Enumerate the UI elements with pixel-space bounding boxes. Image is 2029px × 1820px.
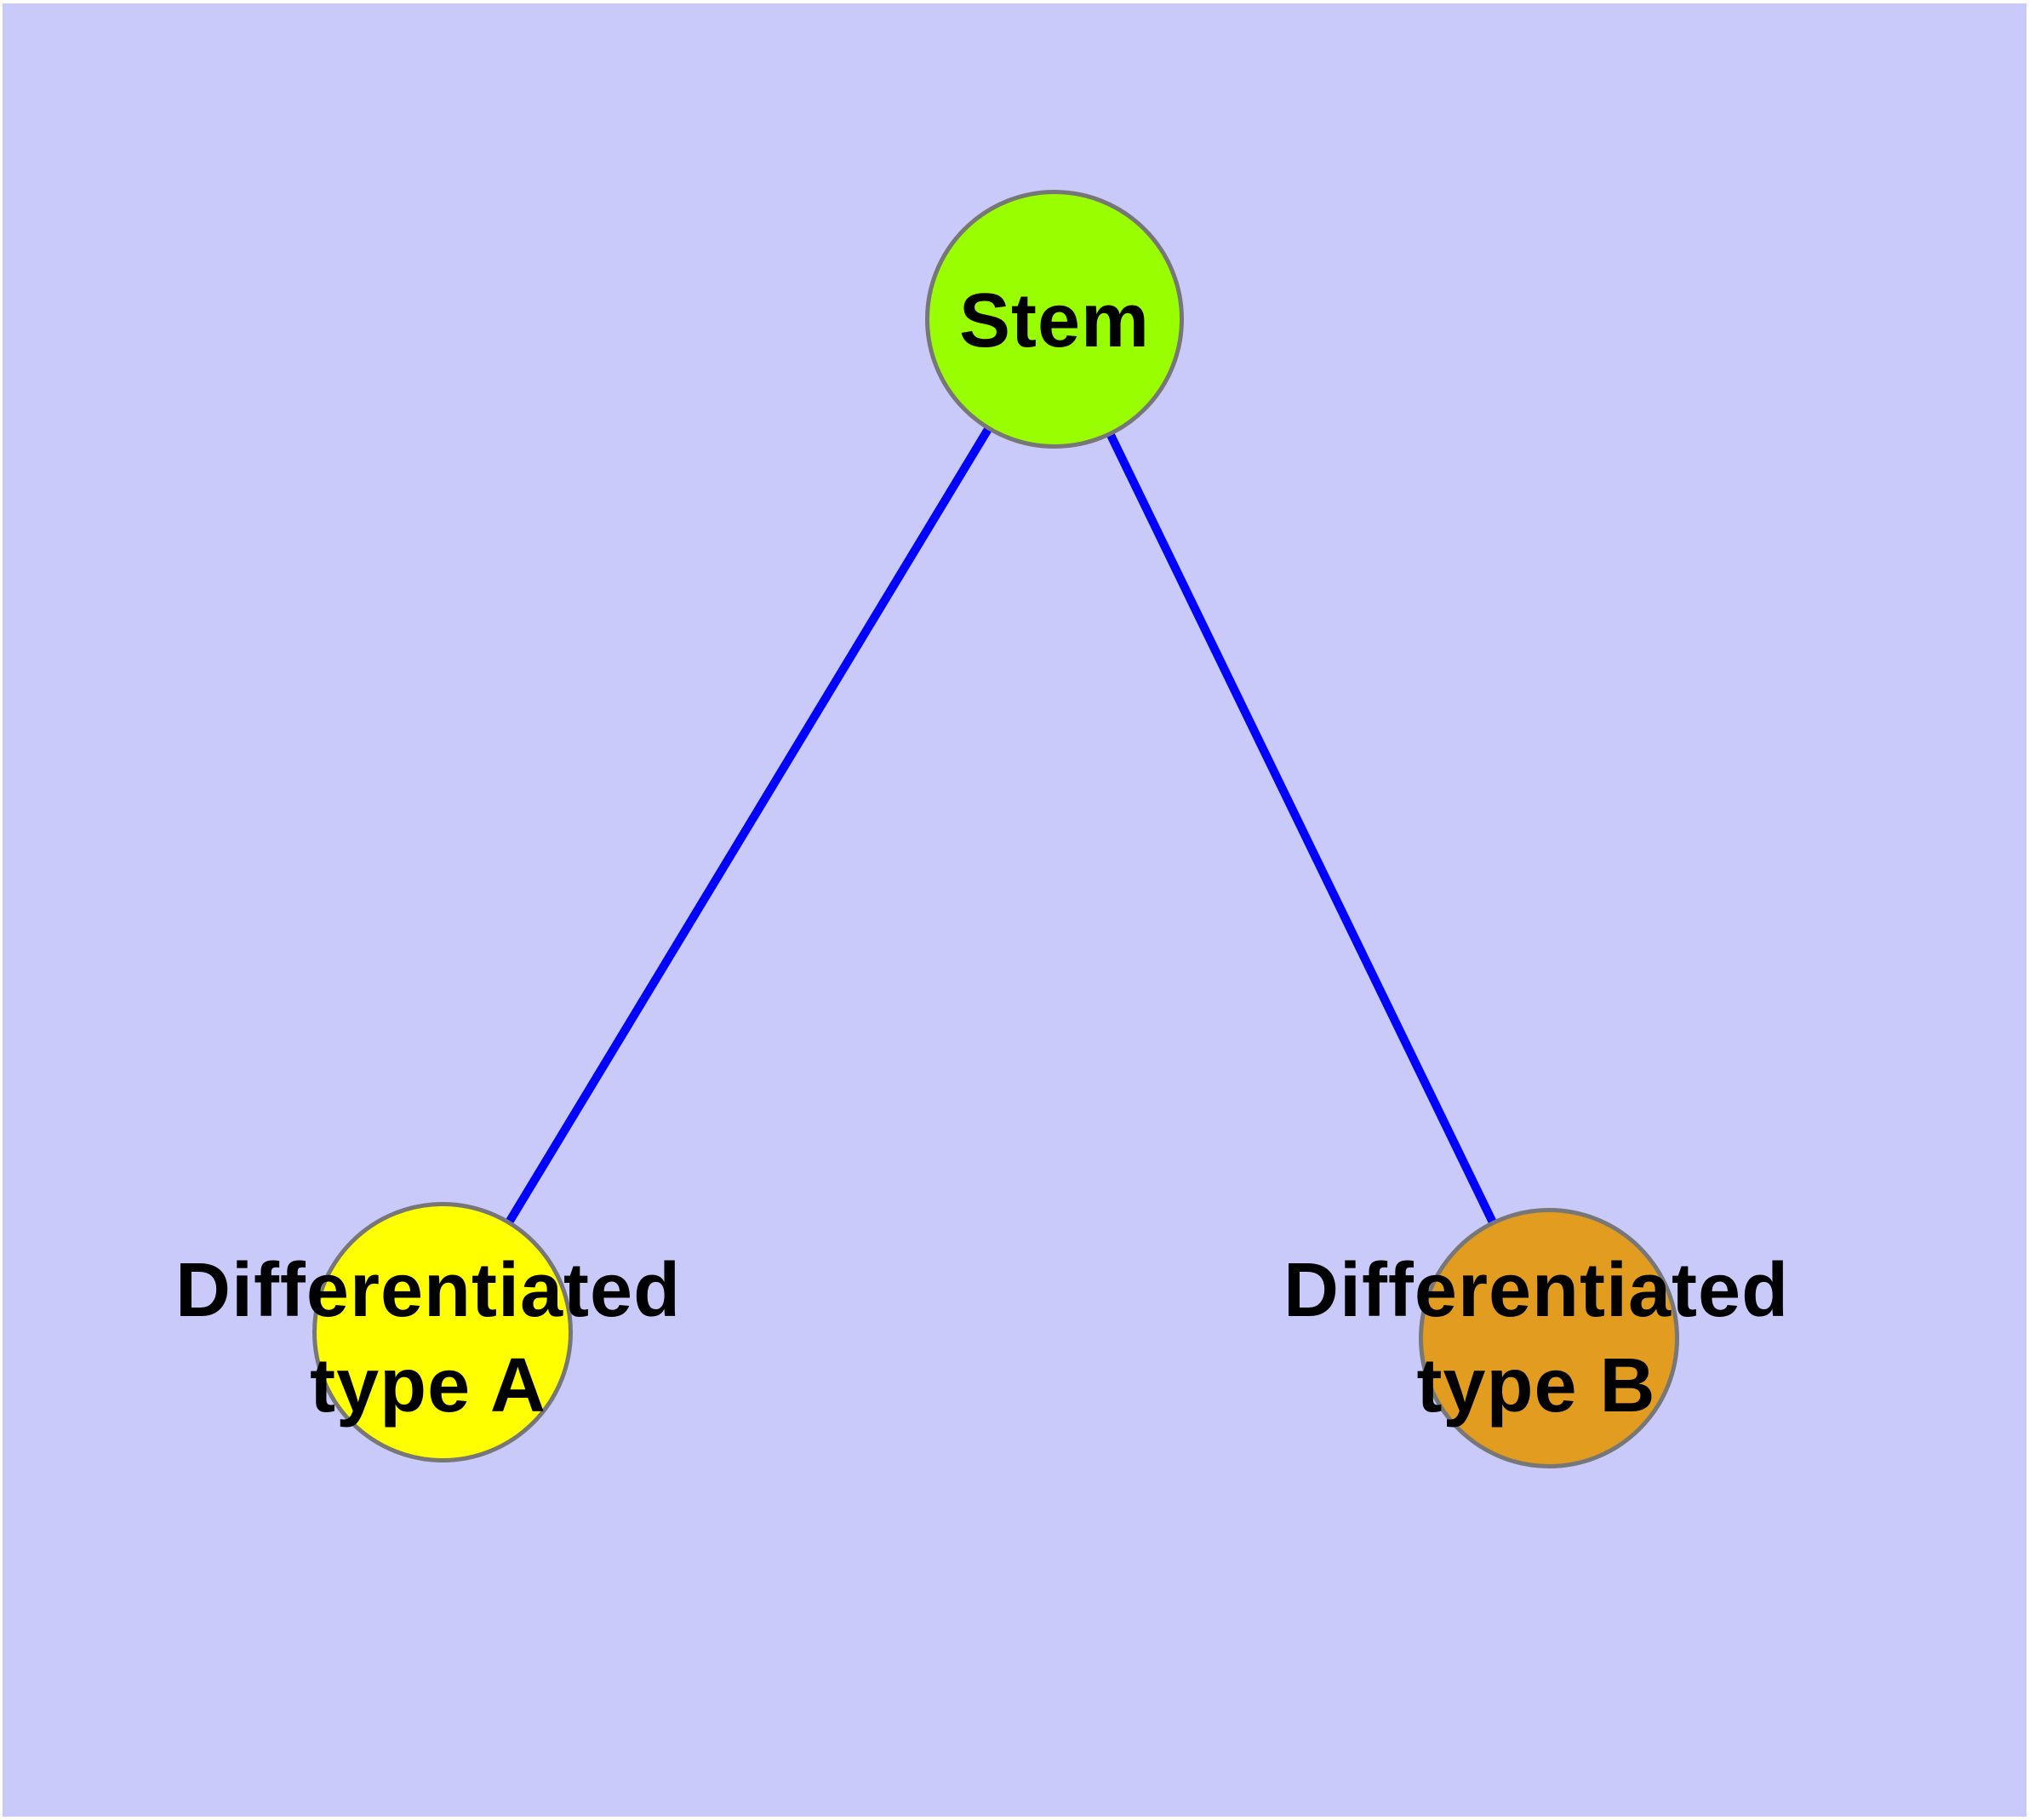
type-a-label-line1: Differentiated: [174, 1248, 682, 1333]
type-b-label-line1: Differentiated: [1283, 1248, 1790, 1333]
differentiated-type-b-node: [1419, 1208, 1679, 1468]
type-b-label-line2: type B: [1416, 1343, 1656, 1428]
edge-stem-to-type-b: [1050, 317, 1553, 1341]
edge-stem-to-type-a: [438, 317, 1059, 1335]
differentiated-type-a-node: [312, 1202, 573, 1462]
type-a-label-line2: type A: [310, 1343, 546, 1428]
stem-node-label: Stem: [958, 278, 1151, 363]
type-a-node-label: Differentiated type A: [175, 1243, 681, 1434]
stem-node: [925, 190, 1184, 449]
type-b-node-label: Differentiated type B: [1283, 1243, 1789, 1434]
